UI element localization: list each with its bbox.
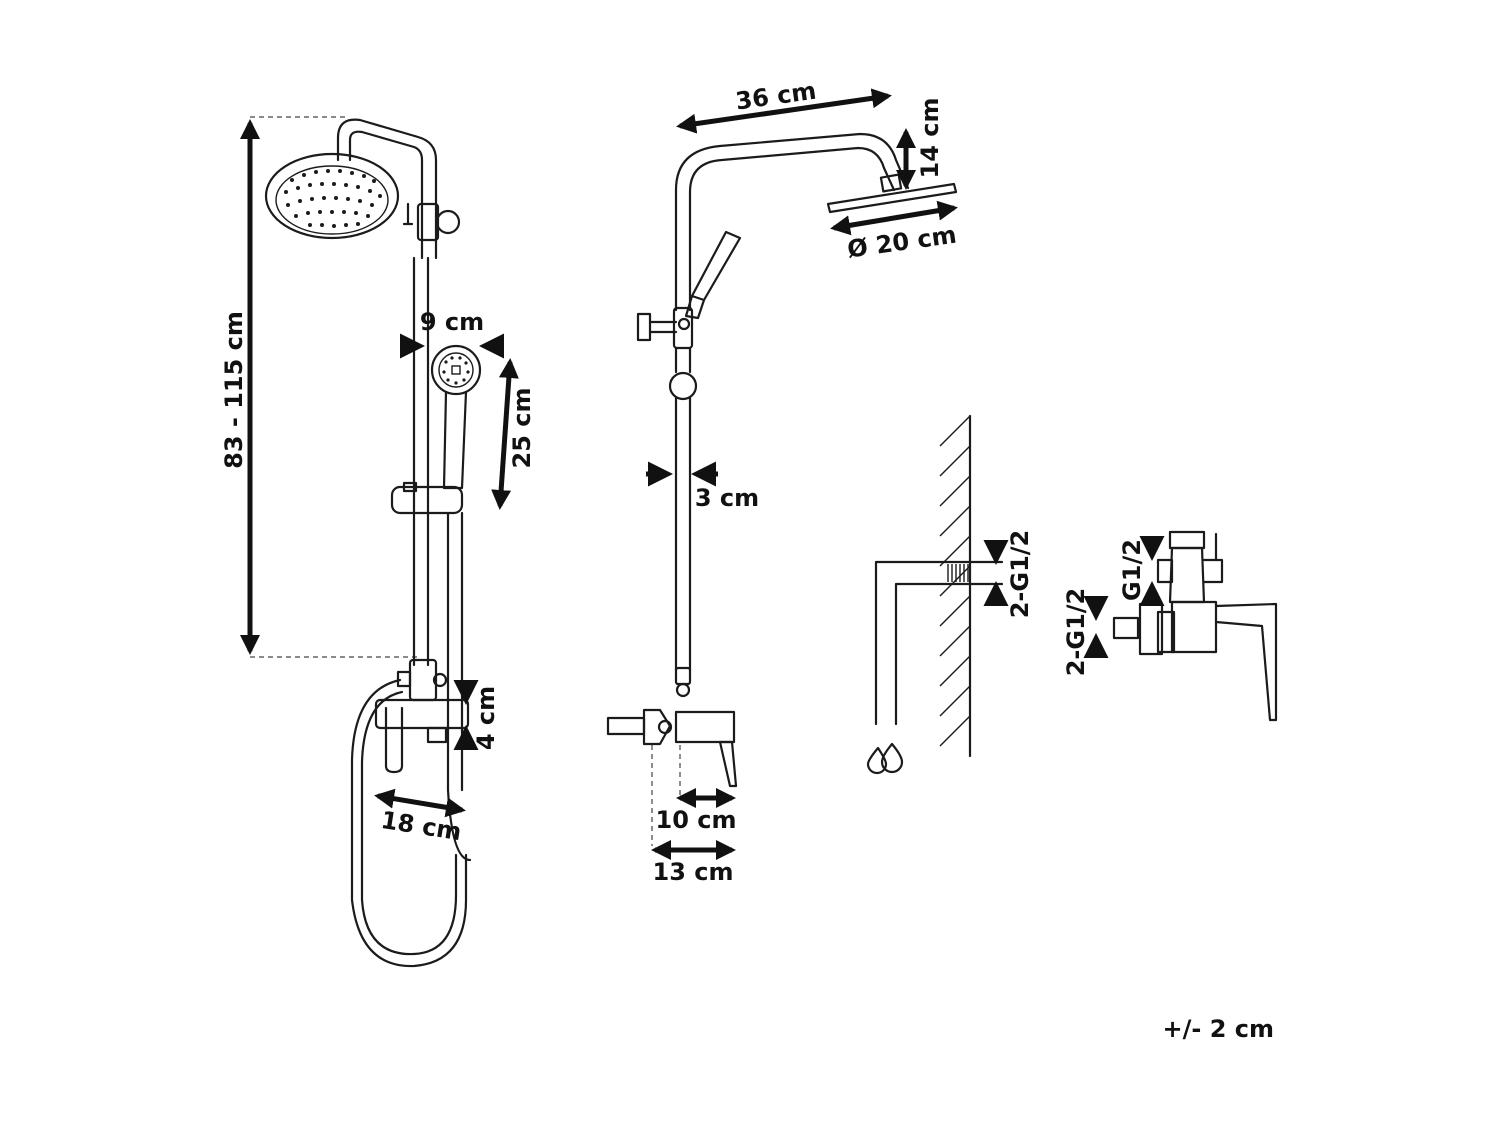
side-arm-inner xyxy=(688,146,896,312)
side-view: 36 cm 14 cm Ø 20 cm 3 cm 10 cm 13 cm xyxy=(606,77,959,886)
side-mixer-valve xyxy=(606,708,738,788)
mixer-valve xyxy=(374,658,470,774)
side-rail xyxy=(674,346,692,672)
label-handshower-width: 9 cm xyxy=(420,308,484,336)
dim-handshower-length xyxy=(491,358,519,510)
outlet-body xyxy=(1168,546,1206,604)
label-outlet-thread: G1/2 xyxy=(1118,539,1146,601)
inlet-fitting xyxy=(1112,616,1140,640)
rain-shower-head xyxy=(264,152,400,240)
side-shower-head xyxy=(826,173,958,214)
outlet-nut xyxy=(1156,558,1174,584)
side-holder-top xyxy=(636,306,694,350)
pipe-thread xyxy=(947,564,969,582)
inlet-pipe xyxy=(874,560,1004,726)
valve-body xyxy=(1170,600,1218,654)
label-rail-diameter: 3 cm xyxy=(695,484,759,512)
overhead-arm-inner xyxy=(348,130,424,260)
wall-inlet-view: 2-G1/2 xyxy=(866,414,1034,775)
water-drops-icon xyxy=(866,742,904,775)
wall-bracket-top xyxy=(402,202,461,242)
hose-loop-outer xyxy=(350,678,468,968)
side-arm-outer xyxy=(674,132,910,312)
wall-hatch xyxy=(939,415,971,747)
label-valve-inlet: 2-G1/2 xyxy=(1062,588,1090,677)
tolerance-note: +/- 2 cm xyxy=(1163,1015,1274,1043)
valve-connector xyxy=(1156,610,1176,654)
side-lower-joint xyxy=(674,666,692,686)
valve-handle xyxy=(1214,602,1278,722)
overhead-arm-outer xyxy=(336,118,438,260)
front-view: 83 - 115 cm 9 cm 25 cm 4 cm 18 cm xyxy=(220,116,536,968)
riser-pipe xyxy=(412,256,430,667)
slide-holder xyxy=(390,481,464,515)
label-valve-height: 4 cm xyxy=(472,686,500,750)
label-height-range: 83 - 115 cm xyxy=(220,311,248,469)
label-head-diameter: Ø 20 cm xyxy=(846,221,959,264)
label-handshower-length: 25 cm xyxy=(508,388,536,469)
diverter-knob xyxy=(1202,558,1224,584)
label-drop-height: 14 cm xyxy=(916,98,944,179)
side-slider-knob xyxy=(668,371,698,401)
hand-shower xyxy=(430,344,482,490)
label-wall-inlet: 2-G1/2 xyxy=(1006,530,1034,619)
outlet-cap xyxy=(1168,530,1206,550)
label-valve-depth-inner: 10 cm xyxy=(656,806,737,834)
dim-valve-width xyxy=(374,788,466,818)
valve-detail-view: G1/2 2-G1/2 xyxy=(1062,530,1278,722)
label-valve-depth-outer: 13 cm xyxy=(653,858,734,886)
side-hand-shower xyxy=(684,230,742,320)
side-lower-connector xyxy=(675,682,691,698)
dim-head-diameter xyxy=(830,200,958,236)
dim-arm-length xyxy=(676,88,892,134)
hose-loop-inner xyxy=(360,690,458,956)
